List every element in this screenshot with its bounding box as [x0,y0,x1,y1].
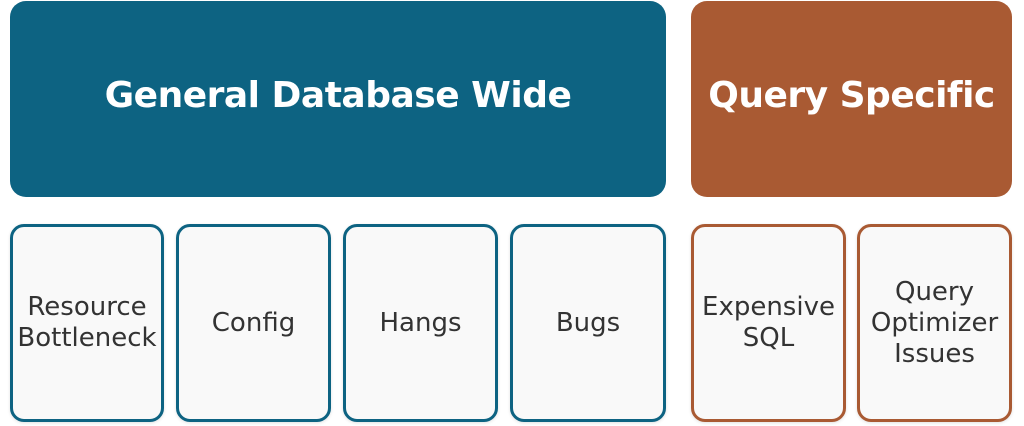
card-expensive-sql-label: Expensive SQL [702,292,835,353]
card-query-optimizer-issues: Query Optimizer Issues [857,224,1012,422]
card-resource-bottleneck: Resource Bottleneck [10,224,164,422]
card-query-optimizer-issues-label: Query Optimizer Issues [870,276,999,369]
card-resource-bottleneck-label: Resource Bottleneck [17,292,157,353]
card-config-label: Config [211,307,296,338]
card-config: Config [176,224,331,422]
query-specific-header: Query Specific [691,1,1012,197]
card-bugs: Bugs [510,224,666,422]
query-specific-title: Query Specific [708,74,995,116]
card-bugs-label: Bugs [555,307,621,338]
card-hangs-label: Hangs [379,307,462,338]
card-expensive-sql: Expensive SQL [691,224,846,422]
general-database-wide-title: General Database Wide [104,74,572,116]
card-hangs: Hangs [343,224,498,422]
general-database-wide-header: General Database Wide [10,1,666,197]
